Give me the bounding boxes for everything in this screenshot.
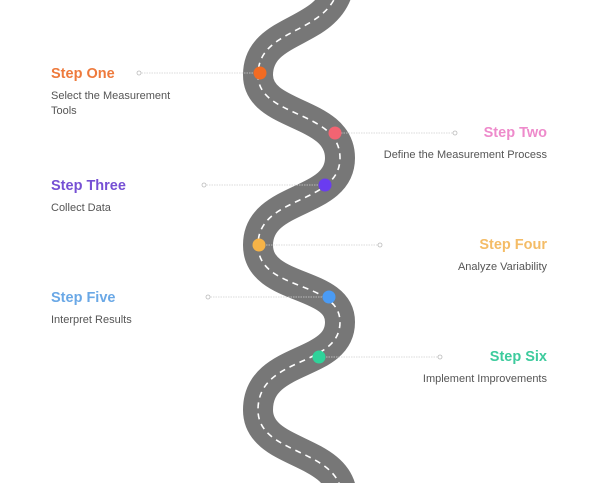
step-description: Define the Measurement Process bbox=[383, 149, 547, 161]
step-marker bbox=[318, 178, 332, 192]
step-marker bbox=[312, 350, 326, 364]
connector-end bbox=[201, 182, 207, 188]
step-marker bbox=[252, 238, 266, 252]
step-title: Step Two bbox=[483, 125, 547, 141]
connector-end bbox=[377, 242, 383, 248]
step-description: Select the Measurement Tools bbox=[51, 90, 171, 117]
step-description: Interpret Results bbox=[51, 314, 132, 326]
connector-end bbox=[437, 354, 443, 360]
step-title: Step Three bbox=[51, 178, 126, 194]
step-marker bbox=[322, 290, 336, 304]
step-title: Step Five bbox=[51, 290, 116, 306]
connector-end bbox=[452, 130, 458, 136]
step-description: Analyze Variability bbox=[457, 261, 547, 273]
step-marker bbox=[253, 66, 267, 80]
step-marker bbox=[328, 126, 342, 140]
step-description: Collect Data bbox=[51, 202, 111, 214]
step-description: Implement Improvements bbox=[422, 373, 547, 385]
connector-end bbox=[205, 294, 211, 300]
connector-end bbox=[136, 70, 142, 76]
step-title: Step Four bbox=[479, 237, 547, 253]
step-title: Step Six bbox=[489, 349, 547, 365]
road bbox=[242, 0, 356, 483]
step-title: Step One bbox=[51, 66, 115, 82]
